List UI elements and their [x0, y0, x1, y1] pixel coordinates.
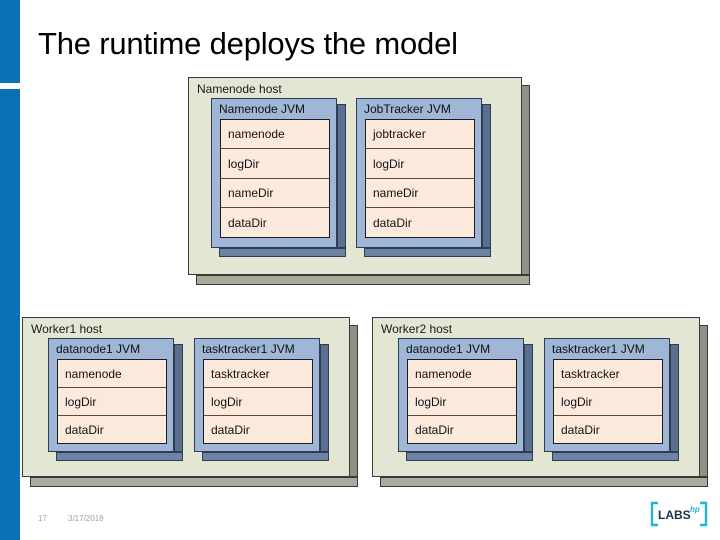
jobtracker-jvm-box[interactable]: JobTracker JVM jobtracker logDir nameDir…	[356, 98, 482, 248]
attr-row: logDir	[554, 388, 662, 416]
page-title: The runtime deploys the model	[38, 26, 458, 61]
jobtracker-jvm-label: JobTracker JVM	[364, 102, 451, 116]
worker2-host-label: Worker2 host	[381, 322, 453, 336]
namenode-jvm-label: Namenode JVM	[219, 102, 306, 116]
datanode1-jvm-attr-table: namenode logDir dataDir	[57, 359, 167, 444]
jobtracker-jvm-extrude-right	[482, 104, 491, 248]
tasktracker1-jvm-attr-table: tasktracker logDir dataDir	[203, 359, 313, 444]
attr-row: dataDir	[211, 422, 250, 437]
worker1-host-label: Worker1 host	[31, 322, 103, 336]
datanode1-jvm-box[interactable]: datanode1 JVM namenode logDir dataDir	[48, 338, 174, 452]
attr-row: tasktracker	[204, 360, 312, 388]
namenode-host-box[interactable]: Namenode host Namenode JVM namenode logD…	[188, 77, 522, 275]
attr-row: logDir	[204, 388, 312, 416]
svg-text:LABS: LABS	[658, 508, 691, 522]
worker1-host-extrude-bottom	[30, 477, 358, 487]
worker1-host-box[interactable]: Worker1 host datanode1 JVM namenode logD…	[22, 317, 350, 477]
datanode1-jvm-label: datanode1 JVM	[406, 342, 491, 356]
datanode1-jvm-box[interactable]: datanode1 JVM namenode logDir dataDir	[398, 338, 524, 452]
tasktracker1-jvm-extrude-bottom	[552, 452, 679, 461]
worker2-host-extrude-bottom	[380, 477, 708, 487]
datanode1-jvm-label: datanode1 JVM	[56, 342, 141, 356]
namenode-host-label: Namenode host	[197, 82, 282, 96]
datanode1-jvm-extrude-right	[174, 344, 183, 452]
attr-row: logDir	[58, 388, 166, 416]
slide-date: 3/17/2018	[68, 514, 104, 523]
attr-row: dataDir	[373, 215, 412, 230]
datanode1-jvm-attr-table: namenode logDir dataDir	[407, 359, 517, 444]
tasktracker1-jvm-attr-table: tasktracker logDir dataDir	[553, 359, 663, 444]
attr-row: namenode	[408, 360, 516, 388]
attr-row: tasktracker	[554, 360, 662, 388]
attr-row: nameDir	[366, 179, 474, 208]
tasktracker1-jvm-box[interactable]: tasktracker1 JVM tasktracker logDir data…	[194, 338, 320, 452]
namenode-jvm-box[interactable]: Namenode JVM namenode logDir nameDir dat…	[211, 98, 337, 248]
datanode1-jvm-extrude-bottom	[406, 452, 533, 461]
namenode-jvm-extrude-right	[337, 104, 346, 248]
datanode1-jvm-extrude-right	[524, 344, 533, 452]
attr-row: dataDir	[65, 422, 104, 437]
tasktracker1-jvm-extrude-bottom	[202, 452, 329, 461]
datanode1-jvm-extrude-bottom	[56, 452, 183, 461]
tasktracker1-jvm-box[interactable]: tasktracker1 JVM tasktracker logDir data…	[544, 338, 670, 452]
attr-row: dataDir	[228, 215, 267, 230]
namenode-host-extrude-bottom	[196, 275, 530, 285]
attr-row: nameDir	[221, 179, 329, 208]
svg-text:hp: hp	[690, 505, 700, 514]
left-accent-bar-top	[0, 0, 20, 83]
namenode-jvm-extrude-bottom	[219, 248, 346, 257]
attr-row: logDir	[408, 388, 516, 416]
attr-row: dataDir	[415, 422, 454, 437]
attr-row: logDir	[221, 149, 329, 179]
attr-row: namenode	[58, 360, 166, 388]
worker2-host-box[interactable]: Worker2 host datanode1 JVM namenode logD…	[372, 317, 700, 477]
tasktracker1-jvm-extrude-right	[670, 344, 679, 452]
jobtracker-jvm-extrude-bottom	[364, 248, 491, 257]
tasktracker1-jvm-label: tasktracker1 JVM	[202, 342, 295, 356]
tasktracker1-jvm-extrude-right	[320, 344, 329, 452]
attr-row: namenode	[221, 120, 329, 149]
left-accent-bar-bottom	[0, 89, 20, 540]
attr-row: jobtracker	[366, 120, 474, 149]
attr-row: logDir	[366, 149, 474, 179]
namenode-jvm-attr-table: namenode logDir nameDir dataDir	[220, 119, 330, 238]
hp-labs-logo: LABS hp	[648, 500, 710, 528]
tasktracker1-jvm-label: tasktracker1 JVM	[552, 342, 645, 356]
attr-row: dataDir	[561, 422, 600, 437]
jobtracker-jvm-attr-table: jobtracker logDir nameDir dataDir	[365, 119, 475, 238]
slide-number: 17	[38, 514, 47, 523]
